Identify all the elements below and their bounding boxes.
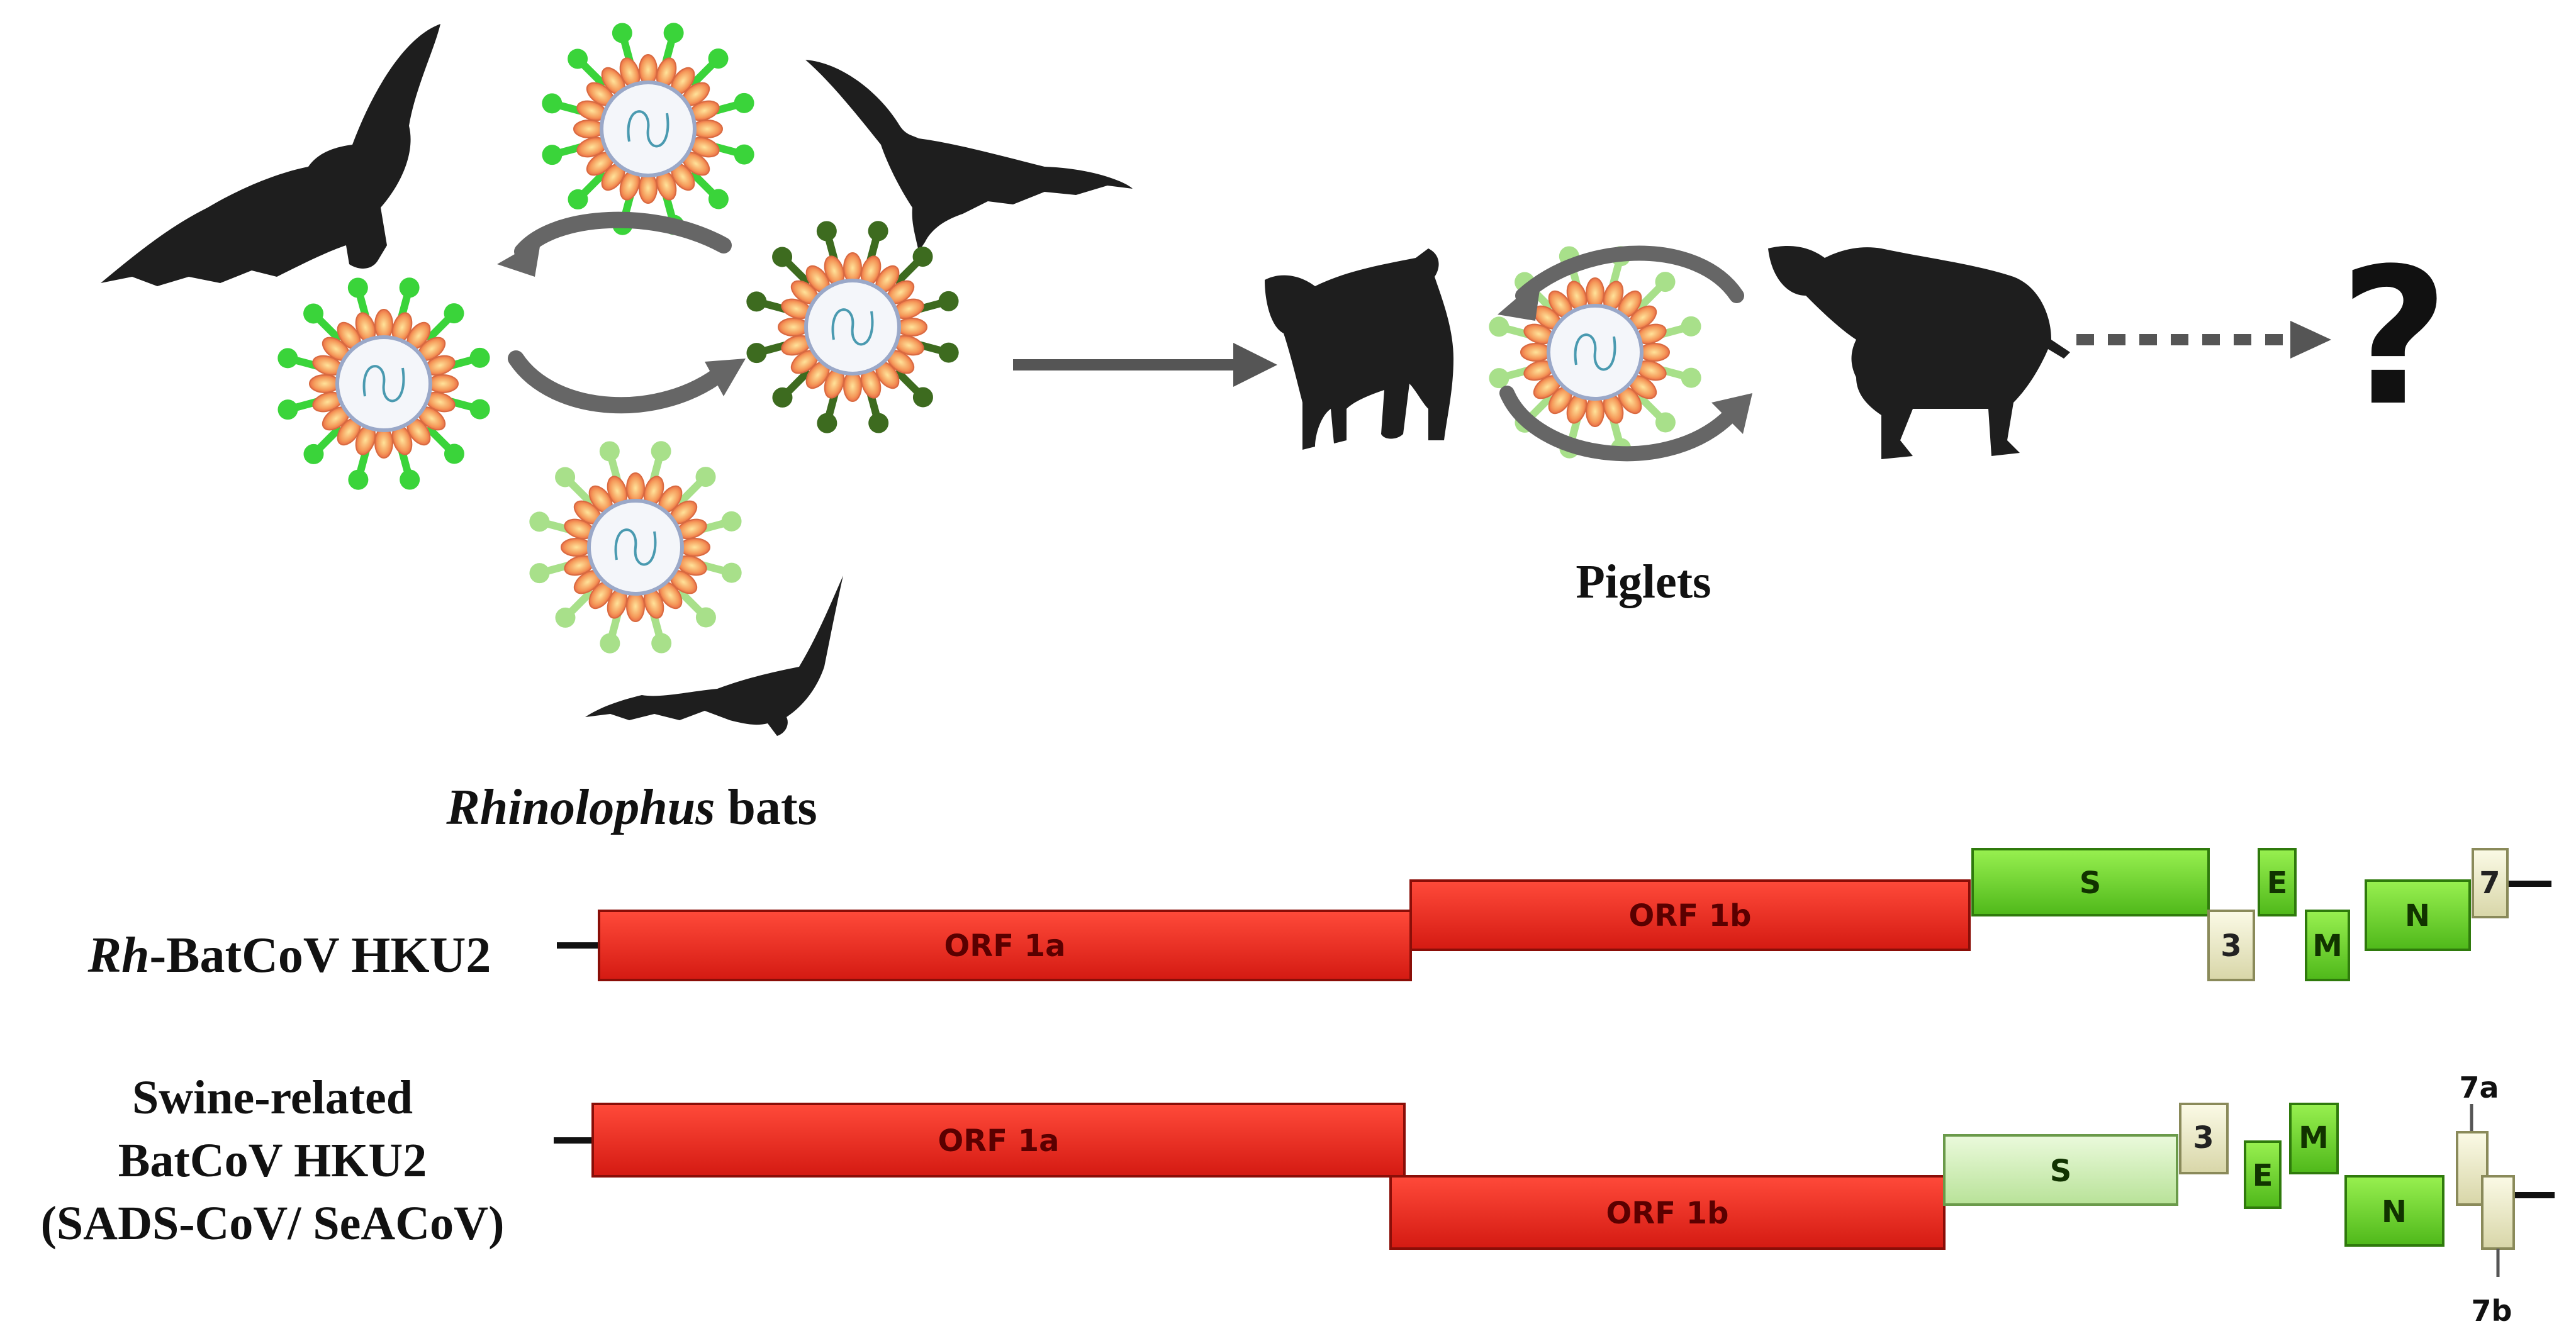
pig-silhouette-icon	[1265, 248, 1453, 450]
cycle-arrow-head-icon	[1711, 393, 1752, 434]
bat-silhouette-icon	[585, 576, 843, 736]
coronavirus-particle-icon	[746, 221, 959, 433]
gene-orf1a: ORF 1a	[598, 910, 1412, 981]
genome2-label-line2: BatCoV HKU2	[118, 1134, 427, 1187]
bat-silhouette-icon	[805, 60, 1133, 252]
cycle-arrow-head-icon	[1498, 277, 1542, 321]
cycle-arrow-icon	[508, 211, 732, 414]
cycle-arrow-head-icon	[705, 359, 746, 396]
bats-label: Rhinolophus bats	[445, 780, 817, 835]
svg-text:N: N	[2405, 898, 2430, 933]
gene-orf1a: ORF 1a	[591, 1103, 1406, 1178]
gene-3: 3	[2179, 1103, 2229, 1174]
svg-text:7b: 7b	[2472, 1294, 2512, 1328]
coronavirus-particle-icon	[529, 441, 742, 654]
unknown-transmission-arrow-icon	[2076, 321, 2331, 359]
gene-n: N	[2365, 879, 2471, 951]
gene-7a: 7a	[2456, 1071, 2499, 1206]
coronavirus-particle-icon	[1489, 246, 1701, 459]
svg-text:M: M	[2299, 1120, 2329, 1156]
piglets-label: Piglets	[1576, 555, 1711, 608]
genome2-label-line1: Swine-related	[132, 1071, 413, 1124]
pig-silhouette-icon	[1768, 245, 2070, 459]
svg-text:E: E	[2253, 1158, 2273, 1193]
svg-text:E: E	[2267, 866, 2288, 901]
svg-text:S: S	[2050, 1154, 2072, 1189]
cycle-arrow-icon	[1499, 245, 1744, 462]
coronavirus-particle-icon	[277, 277, 490, 490]
svg-text:7: 7	[2479, 866, 2500, 901]
svg-text:N: N	[2382, 1195, 2407, 1230]
gene-e: E	[2244, 1140, 2282, 1209]
svg-text:S: S	[2080, 866, 2102, 901]
cycle-arrow-head-icon	[497, 239, 541, 277]
gene-s: S	[1943, 1134, 2178, 1206]
gene-3: 3	[2207, 910, 2255, 981]
question-mark: ?	[2339, 228, 2449, 447]
gene-orf1b: ORF 1b	[1389, 1175, 1946, 1250]
transmission-arrow-icon	[1013, 343, 1277, 387]
svg-text:ORF 1b: ORF 1b	[1606, 1196, 1728, 1231]
svg-text:3: 3	[2193, 1120, 2214, 1156]
genome1-map: ORF 1a ORF 1b S 3 E M N 7	[557, 848, 2551, 981]
gene-n: N	[2344, 1175, 2444, 1247]
genome2-map: ORF 1a ORF 1b S 3 E M N 7a	[554, 1071, 2555, 1328]
gene-7b: 7b	[2472, 1175, 2515, 1328]
svg-text:7a: 7a	[2459, 1071, 2499, 1105]
svg-text:ORF 1a: ORF 1a	[938, 1123, 1059, 1159]
svg-text:M: M	[2312, 928, 2343, 964]
bat-silhouette-icon	[101, 24, 440, 286]
svg-text:3: 3	[2220, 928, 2241, 964]
gene-e: E	[2258, 848, 2297, 916]
genome2-label-line3: (SADS-CoV/ SeACoV)	[41, 1197, 505, 1250]
gene-m: M	[2305, 910, 2350, 981]
gene-s: S	[1971, 848, 2210, 916]
gene-m: M	[2289, 1103, 2339, 1174]
gene-orf1b: ORF 1b	[1409, 879, 1971, 951]
genome1-label: Rh-BatCoV HKU2	[87, 928, 491, 983]
svg-text:ORF 1b: ORF 1b	[1628, 898, 1751, 933]
svg-text:ORF 1a: ORF 1a	[944, 928, 1065, 964]
coronavirus-particle-icon	[542, 23, 754, 235]
gene-7: 7	[2472, 848, 2509, 918]
